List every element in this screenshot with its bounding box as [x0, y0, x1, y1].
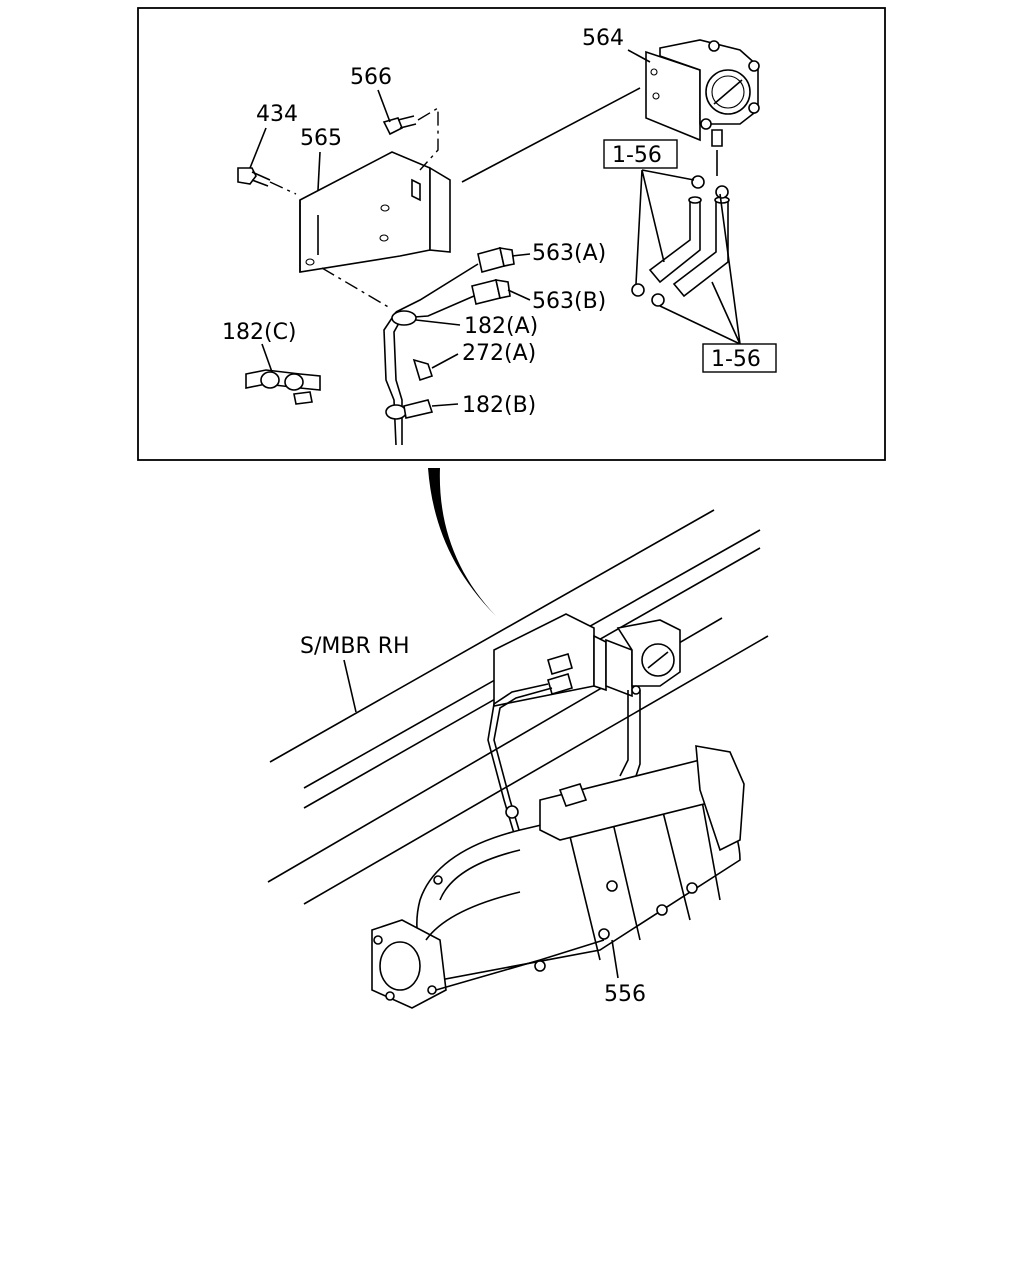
leader-line: [343, 659, 357, 713]
callout-434: 434: [256, 102, 298, 127]
callout-182c: 182(C): [222, 320, 297, 345]
bolt-434: [237, 167, 271, 187]
detail-pointer: [428, 468, 496, 616]
callout-563a: 563(A): [532, 241, 606, 266]
leader-line: [261, 343, 273, 373]
leader-line: [627, 49, 651, 63]
bracket-565: [299, 151, 451, 273]
alignment-line: [417, 106, 439, 171]
callout-556: 556: [604, 982, 646, 1007]
sensor-564: [645, 39, 760, 176]
connector-563: [395, 247, 515, 319]
clip-182c: [245, 369, 321, 405]
callout-564: 564: [582, 26, 624, 51]
pipe-assembled: [619, 690, 641, 777]
leader-line: [635, 169, 695, 285]
callout-272a: 272(A): [462, 341, 536, 366]
leader-line: [431, 353, 459, 369]
callout-182a: 182(A): [464, 314, 538, 339]
clip-assembled: [505, 805, 519, 819]
leader-line: [415, 319, 461, 326]
leader-line: [377, 89, 391, 123]
label-smbr-rh: S/MBR RH: [300, 634, 410, 659]
detail-box: [137, 7, 886, 461]
leader-line: [431, 403, 459, 407]
alignment-line: [321, 267, 391, 309]
ref-1-56-top: 1-56: [612, 143, 662, 168]
leader-line: [461, 87, 641, 183]
callout-563b: 563(B): [532, 289, 606, 314]
ref-box-1-56-top: [603, 139, 678, 169]
callout-566: 566: [350, 65, 392, 90]
leader-line: [249, 127, 267, 169]
leader-line: [507, 289, 531, 301]
harness: [383, 310, 434, 446]
leader-line: [317, 151, 321, 191]
callout-182b: 182(B): [462, 393, 536, 418]
sensor-assembled: [605, 619, 681, 698]
bolt-566: [382, 115, 417, 136]
callout-565: 565: [300, 126, 342, 151]
converter-556: [371, 745, 745, 1009]
hose-assembly: [631, 175, 730, 307]
bracket-assembled: [493, 613, 607, 707]
ref-1-56-bottom: 1-56: [711, 347, 761, 372]
leader-line: [659, 193, 741, 345]
leader-line: [511, 253, 531, 257]
leader-line: [611, 939, 619, 979]
ref-box-1-56-bottom: [702, 343, 777, 373]
alignment-line: [269, 181, 297, 195]
